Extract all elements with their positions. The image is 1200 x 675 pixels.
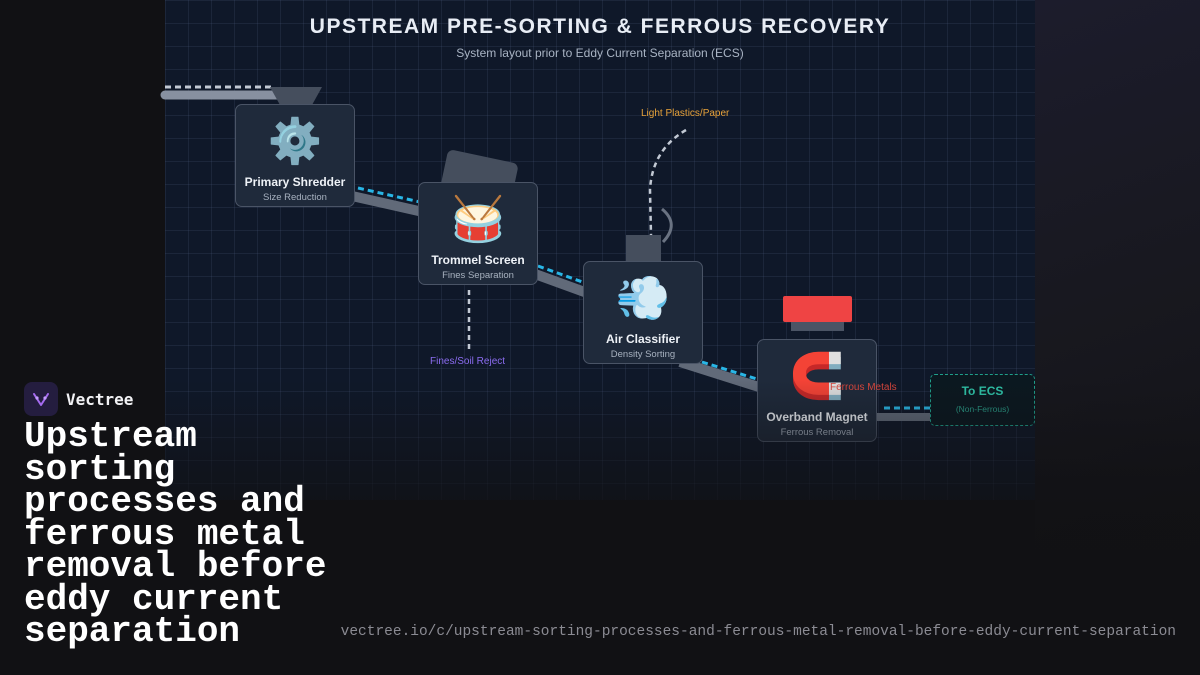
brand-name: Vectree [66,389,134,409]
node-subtitle: Density Sorting [610,349,676,360]
light-fraction-label: Light Plastics/Paper [641,108,730,119]
to-ecs-box: To ECS (Non-Ferrous) [930,374,1035,426]
overband-magnet-bar [783,296,852,322]
node-name: Air Classifier [605,332,681,346]
node-primary-shredder: ⚙️ Primary Shredder Size Reduction [235,104,355,207]
node-air-classifier: 💨 Air Classifier Density Sorting [583,261,703,364]
node-subtitle: Fines Separation [442,270,514,281]
brand: Vectree [24,382,133,416]
node-trommel-screen: 🥁 Trommel Screen Fines Separation [418,182,538,285]
node-name: Trommel Screen [431,253,525,267]
flow-classifier-magnet [701,360,761,382]
conveyor-classifier-magnet [678,357,764,393]
ecs-title: To ECS [961,384,1004,398]
drum-icon: 🥁 [450,195,506,244]
ecs-subtitle: (Non-Ferrous) [955,404,1010,414]
feed-hopper [270,87,322,105]
classifier-duct [626,235,661,263]
overband-magnet-mount [791,322,844,331]
gear-icon: ⚙️ [267,117,323,166]
node-name: Overband Magnet [766,410,868,424]
flow-trommel-classifier [537,264,589,286]
fines-reject-label: Fines/Soil Reject [430,356,506,367]
conveyor-trommel-classifier [533,269,592,299]
magnet-icon: 🧲 [789,352,845,401]
ferrous-metals-label: Ferrous Metals [830,382,897,393]
page-url[interactable]: vectree.io/c/upstream-sorting-processes-… [340,624,1176,640]
node-subtitle: Size Reduction [263,192,327,203]
diagram-title: UPSTREAM PRE-SORTING & FERROUS RECOVERY [309,15,891,38]
flow-shredder-trommel [357,186,421,204]
conveyor-shredder-trommel [350,191,425,217]
node-subtitle: Ferrous Removal [780,427,854,438]
light-fraction-curl [660,207,673,244]
light-fraction-path [648,128,687,236]
headline: Upstream sorting processes and ferrous m… [24,416,327,652]
vectree-logo-icon [24,382,58,416]
node-name: Primary Shredder [244,175,346,189]
diagram-subtitle: System layout prior to Eddy Current Sepa… [456,46,744,60]
wind-icon: 💨 [615,274,671,323]
